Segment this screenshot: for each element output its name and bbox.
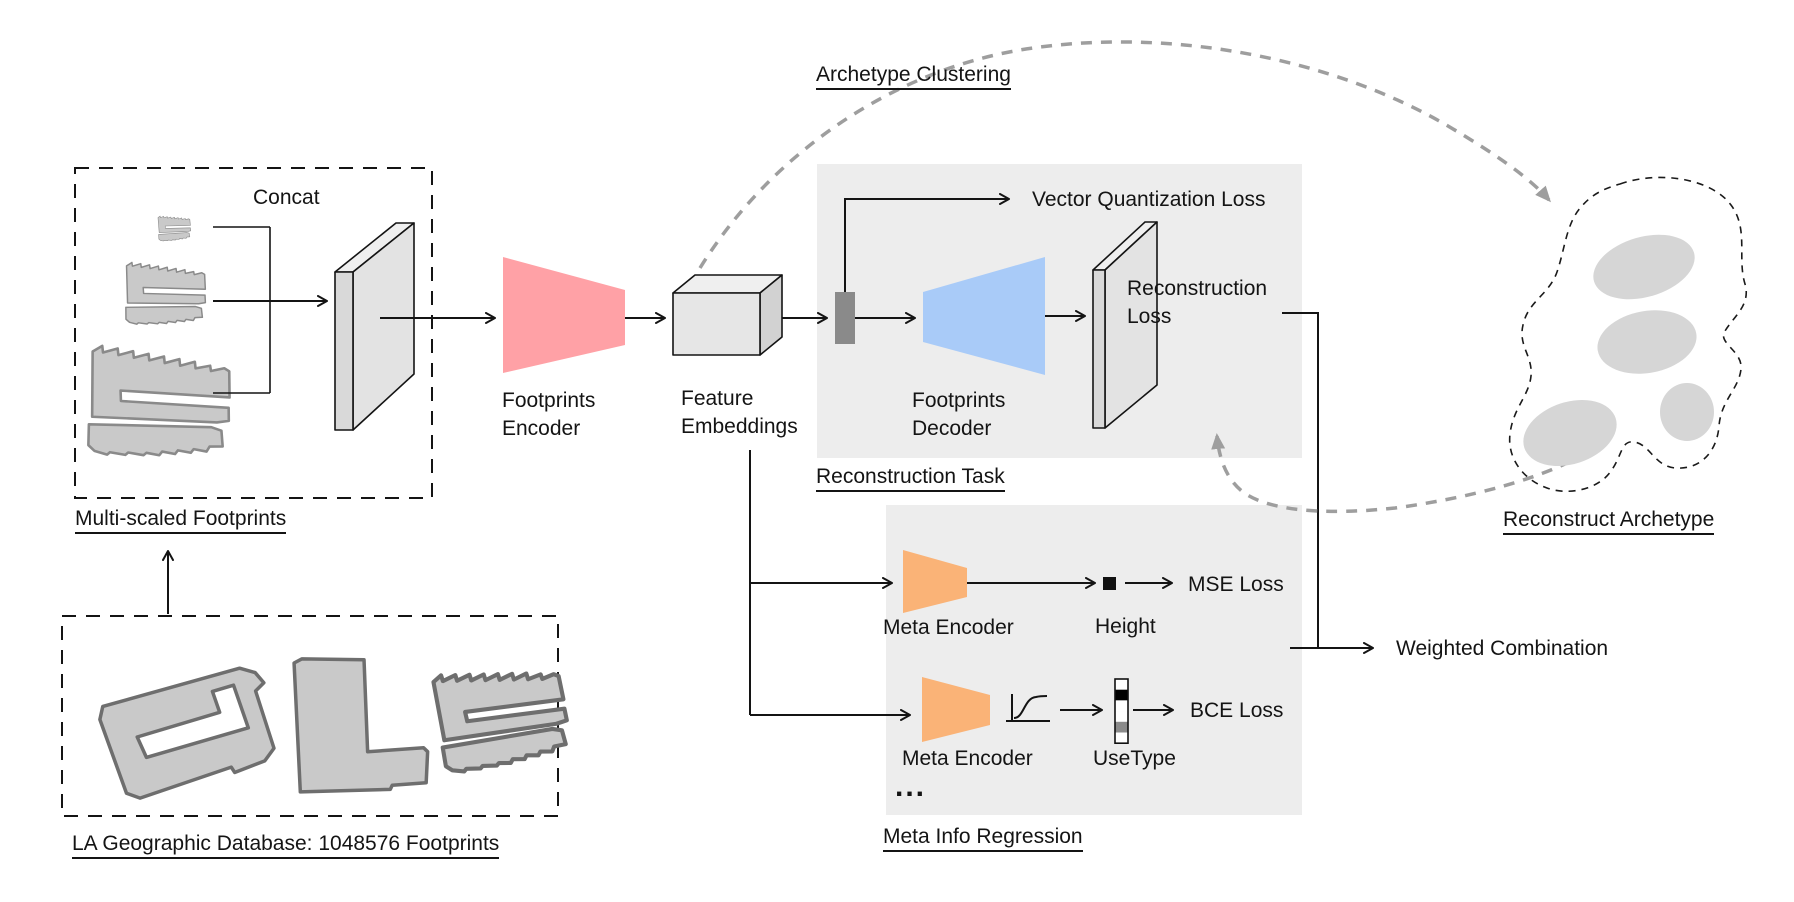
archetype-cluster-ellipse <box>1660 383 1714 441</box>
footprint-large <box>82 343 236 467</box>
mse-loss-label: MSE Loss <box>1188 573 1284 596</box>
vq-loss-label: Vector Quantization Loss <box>1032 188 1266 211</box>
footprint-medium <box>122 261 209 329</box>
meta-info-regression-label: Meta Info Regression <box>883 824 1083 852</box>
reconstruction-task-panel <box>817 164 1302 458</box>
building-l-shape <box>292 657 430 794</box>
multiscale-footprints <box>82 215 236 467</box>
multiscale-footprints-box <box>74 167 433 499</box>
meta-encoder-2-label: Meta Encoder <box>902 747 1033 770</box>
reconstruction-task-label: Reconstruction Task <box>816 464 1005 492</box>
archetype-cluster-ellipse <box>1523 399 1617 467</box>
feature-embeddings-cube <box>672 274 783 356</box>
reconstruction-output-volume <box>1092 221 1158 429</box>
reconstruction-loss-label: Reconstruction Loss <box>1127 277 1268 328</box>
weighted-combination-label: Weighted Combination <box>1396 637 1609 660</box>
archetype-clustering-label: Archetype Clustering <box>816 62 1011 90</box>
archetype-blob <box>1508 176 1748 492</box>
multiscale-footprints-label: Multi-scaled Footprints <box>75 506 287 534</box>
meta-encoder-1-shape <box>903 550 967 613</box>
database-footprints <box>98 657 571 800</box>
usetype-label: UseType <box>1093 747 1176 770</box>
archetype-blob-outline <box>1508 176 1748 492</box>
database-label: LA Geographic Database: 1048576 Footprin… <box>72 831 500 859</box>
archetype-cluster-ellipse <box>1597 310 1697 374</box>
height-scalar-icon <box>1103 577 1116 590</box>
bce-loss-label: BCE Loss <box>1190 699 1284 722</box>
quantized-vector <box>835 292 855 344</box>
concat-volume <box>334 222 415 431</box>
building-courtyard <box>98 666 276 800</box>
footprints-decoder-label: Footprints Decoder <box>912 389 1006 440</box>
meta-encoder-2-shape <box>922 677 990 742</box>
concat-label: Concat <box>253 186 320 209</box>
meta-ellipsis: ... <box>895 770 927 803</box>
geographic-database-box <box>61 615 559 817</box>
line-reconstruction-to-junction <box>1282 312 1319 648</box>
archetype-cluster-ellipse <box>1593 234 1695 300</box>
concat-bracket <box>213 226 271 394</box>
height-label: Height <box>1095 615 1156 638</box>
usetype-vector-icon <box>1114 678 1129 744</box>
sigmoid-icon <box>1006 694 1050 722</box>
feature-embeddings-label: Feature Embeddings <box>681 387 798 438</box>
reconstruct-archetype-label: Reconstruct Archetype <box>1503 507 1715 535</box>
footprints-decoder-shape <box>923 257 1045 375</box>
footprints-encoder-shape <box>503 257 625 373</box>
building-slotted <box>433 663 571 774</box>
footprints-encoder-label: Footprints Encoder <box>502 389 596 440</box>
meta-encoder-1-label: Meta Encoder <box>883 616 1014 639</box>
footprint-small <box>157 215 191 242</box>
arrow-to-vq-loss <box>844 193 1010 292</box>
meta-info-regression-panel <box>886 505 1302 815</box>
